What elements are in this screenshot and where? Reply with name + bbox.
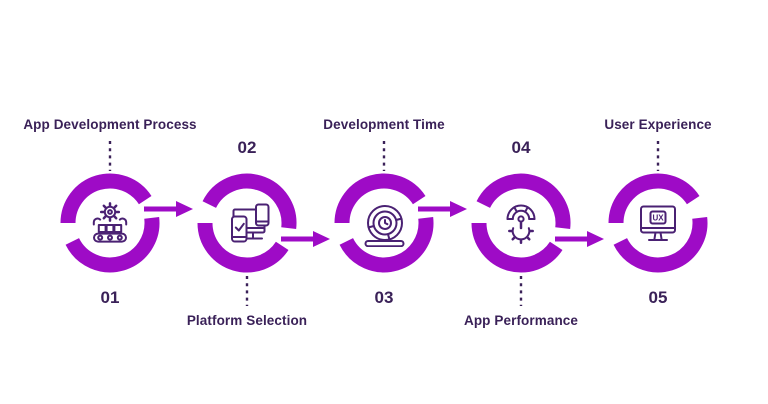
- step-label: Platform Selection: [186, 313, 308, 328]
- devices-platform-icon: [231, 203, 270, 243]
- step-label: App Development Process: [23, 117, 197, 132]
- step-ring-arc: [471, 222, 563, 273]
- step-number: 02: [237, 138, 257, 157]
- step-label: Development Time: [323, 117, 445, 132]
- flow-arrow-head: [313, 231, 330, 247]
- step-ring-arc: [202, 173, 297, 229]
- flow-arrow-head: [176, 201, 193, 217]
- step-ring-arc: [60, 173, 152, 224]
- step-number: 04: [511, 138, 531, 157]
- ux-text: UX: [652, 214, 664, 223]
- step-label: App Performance: [463, 313, 579, 328]
- flow-arrow-head: [450, 201, 467, 217]
- step-ring-arc: [65, 217, 160, 273]
- step-number: 01: [100, 288, 120, 307]
- step-ring-arc: [476, 173, 571, 229]
- step-ring-arc: [197, 222, 289, 273]
- step-ring-arc: [608, 173, 700, 224]
- step-number: 05: [648, 288, 668, 307]
- step-ring-arc: [334, 173, 426, 224]
- ux-monitor-icon: UX: [640, 205, 676, 241]
- flow-arrow-head: [587, 231, 604, 247]
- process-gear-conveyor-icon: [92, 202, 128, 243]
- sprint-time-icon: [364, 205, 405, 247]
- step-number: 03: [374, 288, 394, 307]
- step-ring-arc: [339, 217, 434, 273]
- step-label: User Experience: [604, 117, 712, 132]
- gear-gauge-icon: [506, 204, 536, 244]
- step-ring-arc: [613, 217, 708, 273]
